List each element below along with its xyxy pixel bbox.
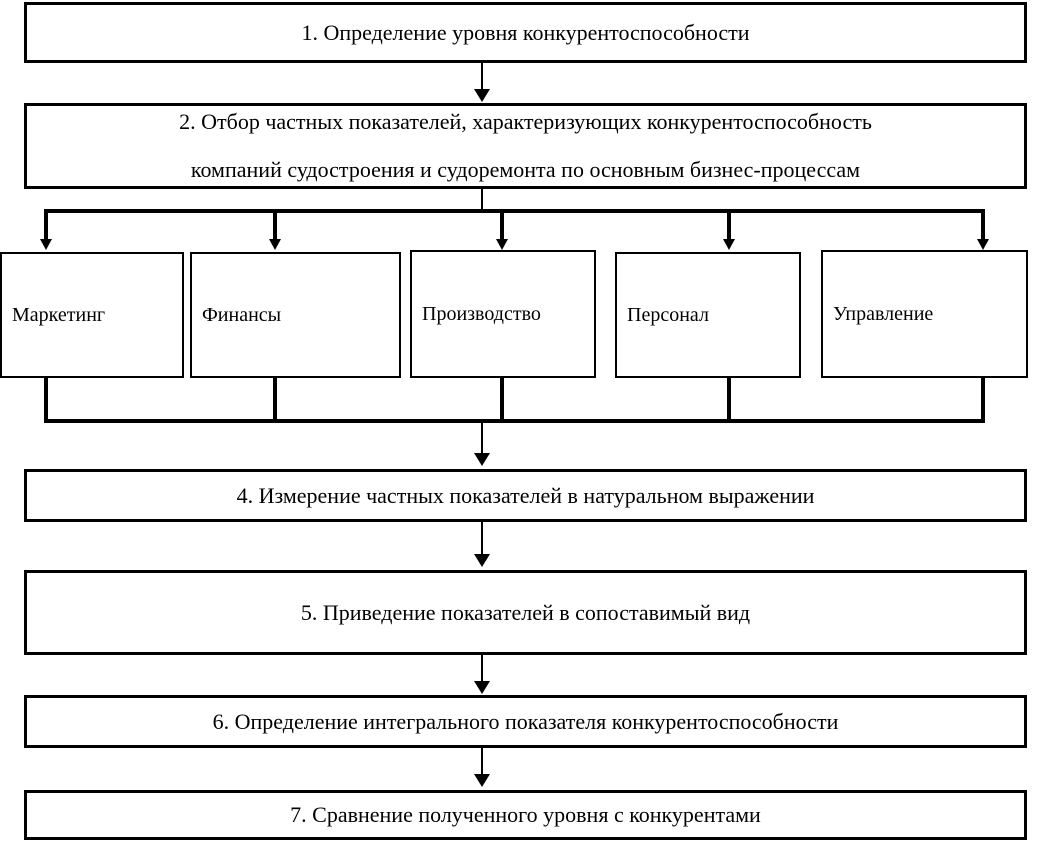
stage-box-4[interactable]: 4. Измерение частных показателей в натур…	[24, 469, 1027, 522]
arrowhead-process-marketing	[40, 239, 52, 250]
merge-drop-personnel	[727, 378, 731, 423]
connector-stage2-stem	[481, 189, 483, 211]
stage-box-6[interactable]: 6. Определение интегрального показателя …	[24, 695, 1027, 748]
process-box-management[interactable]: Управление	[821, 250, 1028, 378]
stage-box-2[interactable]: 2. Отбор частных показателей, характериз…	[24, 103, 1027, 189]
process-box-personnel[interactable]: Персонал	[615, 252, 801, 378]
arrowhead-stage1-to-stage2	[474, 89, 490, 102]
connector-stage1-to-stage2	[481, 63, 483, 91]
connector-to-process-personnel	[727, 211, 731, 241]
stage-2-label: 2. Отбор частных показателей, характериз…	[27, 98, 1024, 195]
stage-7-label: 7. Сравнение полученного уровня с конкур…	[290, 802, 761, 828]
arrowhead-merge-to-stage4	[474, 453, 490, 466]
process-management-label: Управление	[833, 303, 934, 325]
merge-drop-management	[981, 378, 985, 423]
stage-4-label: 4. Измерение частных показателей в натур…	[236, 482, 815, 508]
process-box-marketing[interactable]: Маркетинг	[0, 252, 184, 378]
connector-merge-to-stage4	[481, 423, 483, 455]
connector-stage6-to-stage7	[481, 748, 483, 776]
stage-box-7[interactable]: 7. Сравнение полученного уровня с конкур…	[24, 790, 1027, 840]
process-box-production[interactable]: Производство	[410, 250, 596, 378]
stage-2-label-line2: компаний судостроения и судоремонта по о…	[190, 157, 861, 182]
arrowhead-process-management	[977, 239, 989, 250]
stage-box-5[interactable]: 5. Приведение показателей в сопоставимый…	[24, 570, 1027, 655]
stage-6-label: 6. Определение интегрального показателя …	[212, 708, 839, 734]
stage-1-label: 1. Определение уровня конкурентоспособно…	[301, 19, 750, 45]
connector-to-process-production	[500, 211, 504, 241]
arrowhead-process-finance	[269, 239, 281, 250]
merge-bar	[44, 419, 985, 423]
connector-to-process-management	[981, 211, 985, 241]
process-finance-label: Финансы	[202, 304, 282, 326]
stage-5-label: 5. Приведение показателей в сопоставимый…	[300, 599, 751, 625]
merge-drop-production	[500, 378, 504, 423]
connector-to-process-marketing	[44, 211, 48, 241]
arrowhead-stage4-to-stage5	[474, 554, 490, 567]
process-box-finance[interactable]: Финансы	[190, 252, 401, 378]
process-marketing-label: Маркетинг	[12, 304, 106, 326]
arrowhead-stage6-to-stage7	[474, 774, 490, 787]
process-production-label: Производство	[422, 303, 541, 325]
stage-box-1[interactable]: 1. Определение уровня конкурентоспособно…	[24, 2, 1027, 63]
process-personnel-label: Персонал	[627, 304, 709, 326]
arrowhead-stage5-to-stage6	[474, 681, 490, 694]
connector-to-process-finance	[273, 211, 277, 241]
arrowhead-process-production	[496, 239, 508, 250]
merge-drop-marketing	[44, 378, 48, 423]
connector-stage5-to-stage6	[481, 655, 483, 683]
arrowhead-process-personnel	[723, 239, 735, 250]
merge-drop-finance	[273, 378, 277, 423]
distribution-bar	[44, 209, 985, 213]
connector-stage4-to-stage5	[481, 522, 483, 556]
stage-2-label-line1: 2. Отбор частных показателей, характериз…	[179, 108, 872, 134]
